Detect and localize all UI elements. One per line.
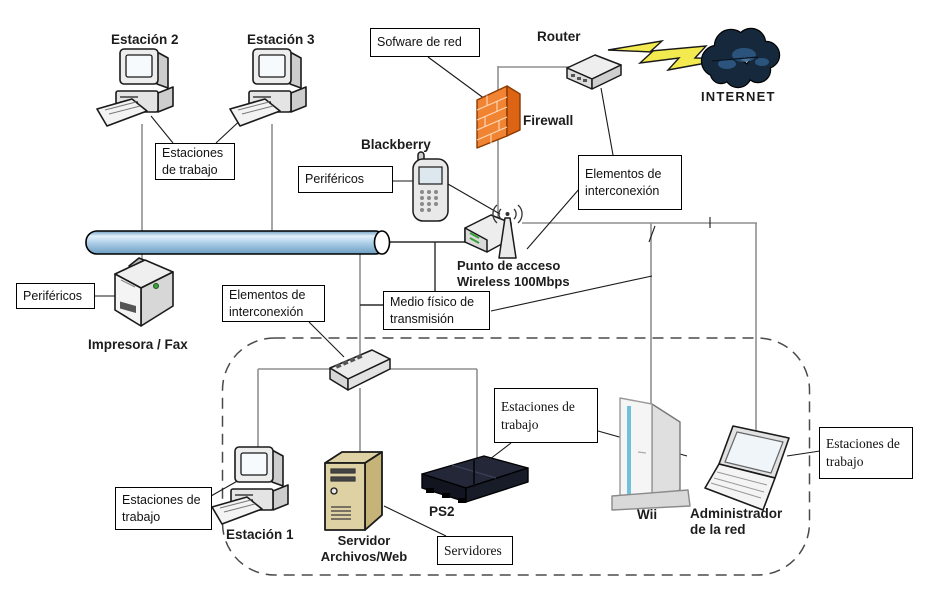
caption-estacion3: Estación 3 [247, 32, 315, 47]
caption-servidor: Servidor Archivos/Web [320, 533, 408, 564]
caption-firewall: Firewall [523, 113, 574, 128]
access-point-icon [464, 204, 523, 259]
label-workstations-consoles: Estaciones de trabajo [494, 388, 598, 443]
caption-internet: INTERNET [701, 89, 776, 104]
callout-leaders [95, 56, 821, 537]
label-workstations-top: Estaciones de trabajo [155, 143, 235, 180]
caption-impresora: Impresora / Fax [88, 337, 188, 352]
switch-icon [329, 349, 391, 391]
router-icon [566, 54, 622, 90]
label-workstations-left: Estaciones de trabajo [115, 487, 212, 530]
label-peripherals-blackberry: Periféricos [298, 166, 393, 193]
ps2-console-icon [421, 455, 529, 503]
lan-boundary-dashed [221, 337, 811, 576]
caption-ps2: PS2 [429, 504, 455, 519]
estacion2-computer-icon [96, 48, 174, 127]
printer-icon [114, 257, 174, 327]
internet-cloud-icon [700, 27, 781, 89]
label-interconnect-top: Elementos de interconexión [578, 155, 682, 210]
label-transmission-medium: Medio físico de transmisión [383, 291, 490, 330]
caption-admin: Administrador de la red [690, 506, 783, 538]
caption-blackberry: Blackberry [361, 137, 431, 152]
blackberry-phone-icon [412, 151, 449, 222]
caption-estacion1: Estación 1 [226, 527, 294, 542]
bus-connectors [360, 241, 470, 306]
wii-console-icon [611, 397, 691, 511]
firewall-icon [476, 85, 521, 149]
label-software-red: Sofware de red [370, 28, 480, 57]
label-peripherals-printer: Periféricos [16, 283, 95, 309]
label-workstations-right: Estaciones de trabajo [819, 427, 913, 479]
laptop-icon [704, 425, 790, 511]
bus-pipe-icon [85, 230, 391, 255]
caption-estacion2: Estación 2 [111, 32, 179, 47]
caption-router: Router [537, 29, 581, 44]
estacion3-computer-icon [229, 48, 307, 127]
label-servers: Servidores [437, 536, 513, 565]
estacion1-computer-icon [211, 446, 289, 525]
server-icon [324, 451, 383, 531]
caption-wii: Wii [637, 507, 658, 522]
caption-access-point: Punto de acceso Wireless 100Mbps [457, 258, 570, 289]
label-interconnect-switch: Elementos de interconexión [222, 285, 325, 322]
